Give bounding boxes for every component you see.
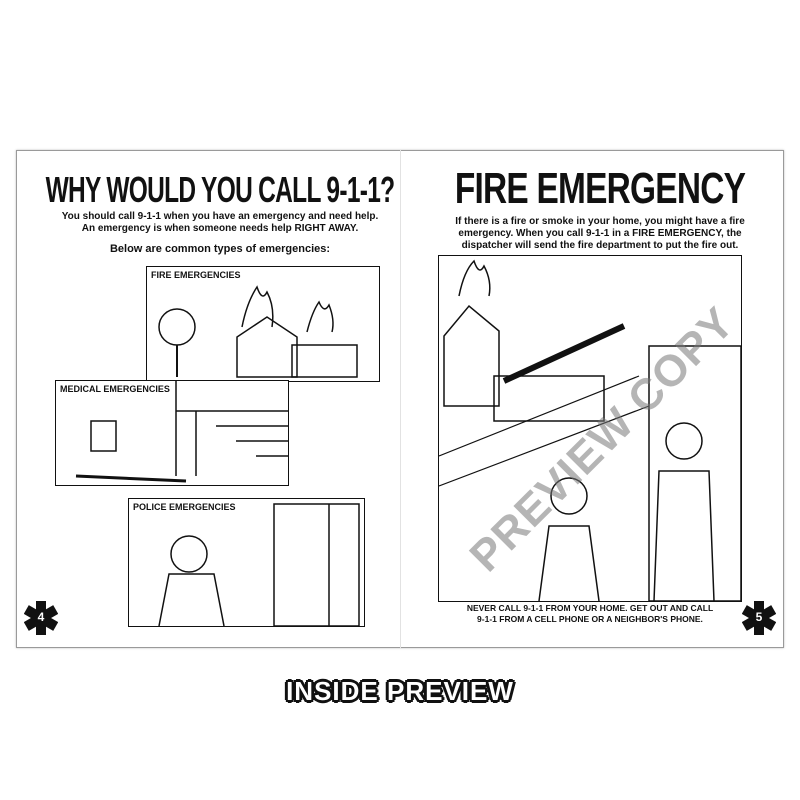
police-emergencies-panel: POLICE EMERGENCIES [128,498,365,627]
star-of-life-icon [741,601,777,635]
police-scene-illustration [158,503,360,626]
caption-line: NEVER CALL 9-1-1 FROM YOUR HOME. GET OUT… [466,603,714,613]
page-number-badge-right: 5 [741,601,777,635]
intro-line: You should call 9-1-1 when you have an e… [61,211,379,222]
burning-house-illustration [158,285,358,378]
fallen-person-illustration [75,381,288,483]
page-number-badge-left: 4 [23,601,59,635]
medical-emergencies-panel: MEDICAL EMERGENCIES [55,380,289,486]
book-spine [400,150,401,648]
fire-scene-panel [438,255,742,602]
page-number: 4 [37,610,45,624]
panel-label: FIRE EMERGENCIES [151,270,241,280]
intro-line: An emergency is when someone needs help … [81,223,359,234]
star-of-life-icon [23,601,59,635]
intro-line: emergency. When you call 9-1-1 in a FIRE… [458,228,742,239]
right-page-title: FIRE EMERGENCY [454,164,746,213]
intro-line: If there is a fire or smoke in your home… [455,216,745,227]
fire-emergencies-panel: FIRE EMERGENCIES [146,266,380,382]
left-page-title: WHY WOULD YOU CALL 9-1-1? [45,169,396,210]
left-intro: You should call 9-1-1 when you have an e… [30,211,410,235]
page-number: 5 [755,610,763,624]
caption-line: 9-1-1 FROM A CELL PHONE OR A NEIGHBOR'S … [477,614,703,624]
left-subheading: Below are common types of emergencies: [109,243,331,255]
panel-label: MEDICAL EMERGENCIES [60,384,170,394]
panel-label: POLICE EMERGENCIES [133,502,236,512]
safety-caption: NEVER CALL 9-1-1 FROM YOUR HOME. GET OUT… [430,603,750,625]
inside-preview-label: INSIDE PREVIEW [286,676,514,706]
fire-truck-scene-illustration [439,259,741,601]
right-intro: If there is a fire or smoke in your home… [420,216,780,252]
intro-line: dispatcher will send the fire department… [461,240,739,251]
